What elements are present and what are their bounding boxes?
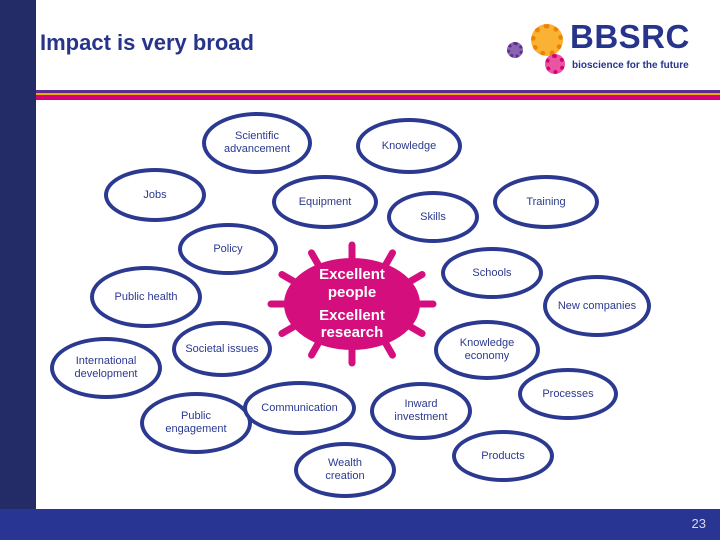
bubble-public-health: Public health bbox=[90, 266, 202, 328]
bubble-public-engagement: Public engagement bbox=[140, 392, 252, 454]
center-line-2: people bbox=[327, 283, 377, 301]
logo-brand-text: BBSRC bbox=[570, 18, 690, 55]
bubble-products: Products bbox=[452, 430, 554, 482]
divider-stripe-magenta bbox=[0, 95, 720, 100]
bubble-new-companies: New companies bbox=[543, 275, 651, 337]
bubble-equipment: Equipment bbox=[272, 175, 378, 229]
bubble-communication: Communication bbox=[243, 381, 356, 435]
logo-tagline: bioscience for the future bbox=[572, 60, 689, 71]
bubble-jobs: Jobs bbox=[104, 168, 206, 222]
bubble-wealth-creation: Wealth creation bbox=[294, 442, 396, 498]
bubble-international-development: International development bbox=[50, 337, 162, 399]
bubble-knowledge-economy: Knowledge economy bbox=[434, 320, 540, 380]
bubble-societal-issues: Societal issues bbox=[172, 321, 272, 377]
center-line-4: research bbox=[320, 324, 384, 342]
bubble-training: Training bbox=[493, 175, 599, 229]
bubble-inward-investment: Inward investment bbox=[370, 382, 472, 440]
gear-icon-magenta bbox=[545, 54, 565, 74]
center-line-3: Excellent bbox=[319, 306, 385, 324]
center-line-1: Excellent bbox=[319, 266, 385, 284]
gear-icon-purple bbox=[507, 42, 523, 58]
slide-title: Impact is very broad bbox=[40, 30, 254, 55]
bubble-knowledge: Knowledge bbox=[356, 118, 462, 174]
gear-icon-yellow bbox=[531, 24, 563, 56]
bubble-processes: Processes bbox=[518, 368, 618, 420]
center-excellence-node: Excellent people Excellent research bbox=[262, 234, 442, 374]
center-label: Excellent people Excellent research bbox=[262, 234, 442, 374]
footer-bar: 23 bbox=[0, 509, 720, 540]
divider-stripe-yellow bbox=[0, 93, 720, 95]
bbsrc-logo: BBSRC bioscience for the future bbox=[485, 16, 705, 80]
divider-stripe-purple bbox=[0, 90, 720, 93]
left-edge-strip bbox=[0, 0, 36, 540]
bubble-scientific-advancement: Scientific advancement bbox=[202, 112, 312, 174]
page-number: 23 bbox=[691, 516, 706, 531]
bubble-skills: Skills bbox=[387, 191, 479, 243]
bubble-policy: Policy bbox=[178, 223, 278, 275]
center-blob-graphic bbox=[267, 241, 437, 367]
bubble-schools: Schools bbox=[441, 247, 543, 299]
